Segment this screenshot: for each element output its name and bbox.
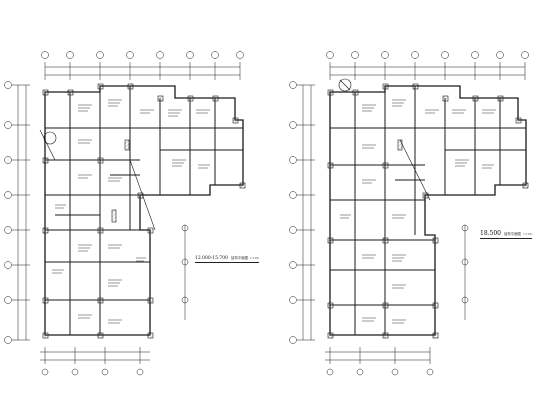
left-plan-subtitle: 结构平面图 (231, 256, 248, 260)
left-columns (42, 83, 246, 339)
right-top-dimension-chain (329, 62, 526, 80)
right-plan-outline (329, 85, 527, 336)
right-plan-subtitle: 结构平面图 (504, 232, 521, 236)
left-top-dimension-chain (44, 62, 241, 80)
right-columns (327, 83, 529, 339)
left-side-axis-bubbles (4, 81, 12, 344)
right-stair-diagonals (338, 78, 431, 201)
left-plan-scale: 1:100 (249, 256, 259, 260)
right-right-dimension-chain (461, 224, 469, 320)
right-interior-beams (330, 86, 526, 335)
right-side-axis-bubbles (289, 81, 297, 344)
left-interior-beams (45, 86, 243, 335)
right-top-axis-bubbles (326, 51, 529, 59)
left-plan-title-text: 12.000-15.700 (195, 256, 229, 261)
left-floor-plan (4, 51, 246, 376)
right-plan-scale: 1:100 (522, 232, 532, 236)
left-plan-outline (44, 85, 244, 336)
left-side-dimension-chain (12, 84, 30, 341)
right-floor-plan (289, 51, 529, 376)
left-bottom-dimension-chain (40, 347, 150, 376)
left-rebar-annotations (52, 99, 210, 324)
left-top-axis-bubbles (41, 51, 244, 59)
right-side-dimension-chain (297, 84, 315, 341)
right-plan-title-text: 18.500 (480, 230, 501, 237)
left-right-dimension-chain (181, 224, 189, 320)
right-rebar-annotations (340, 99, 496, 324)
right-bottom-dimension-chain (325, 347, 434, 376)
